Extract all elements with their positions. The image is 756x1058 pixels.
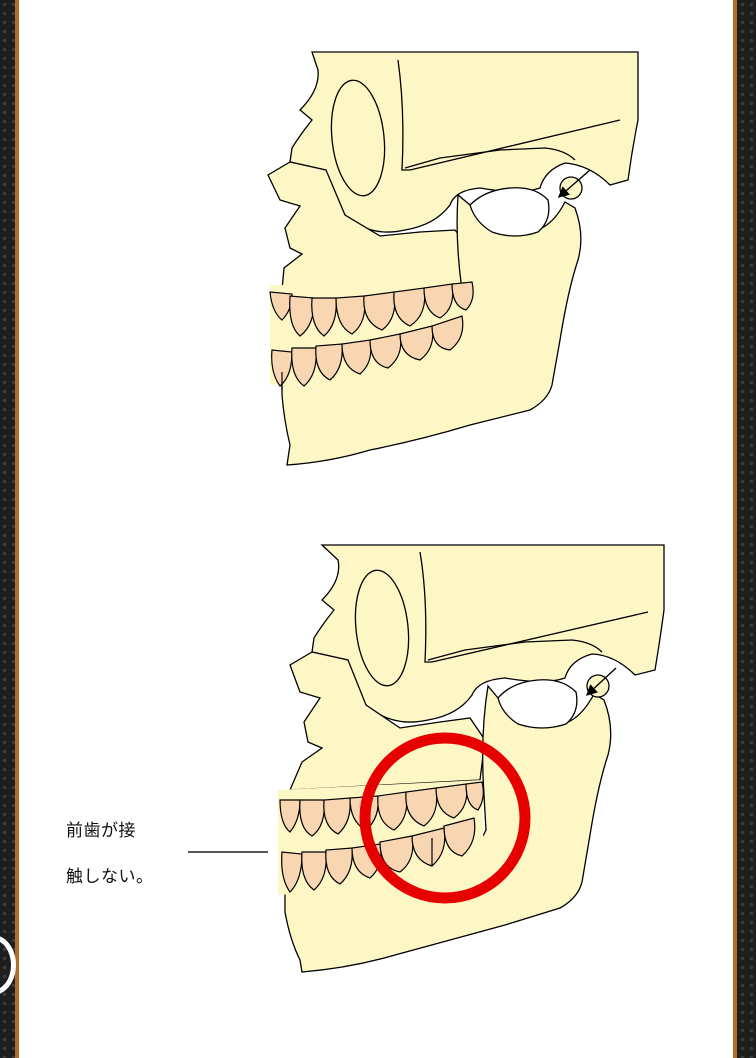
skull-top [268,52,638,465]
annotation-label-line2: 触しない。 [66,862,154,887]
annotation-label-line1: 前歯が接 [66,816,136,841]
skull-bottom [278,545,664,972]
